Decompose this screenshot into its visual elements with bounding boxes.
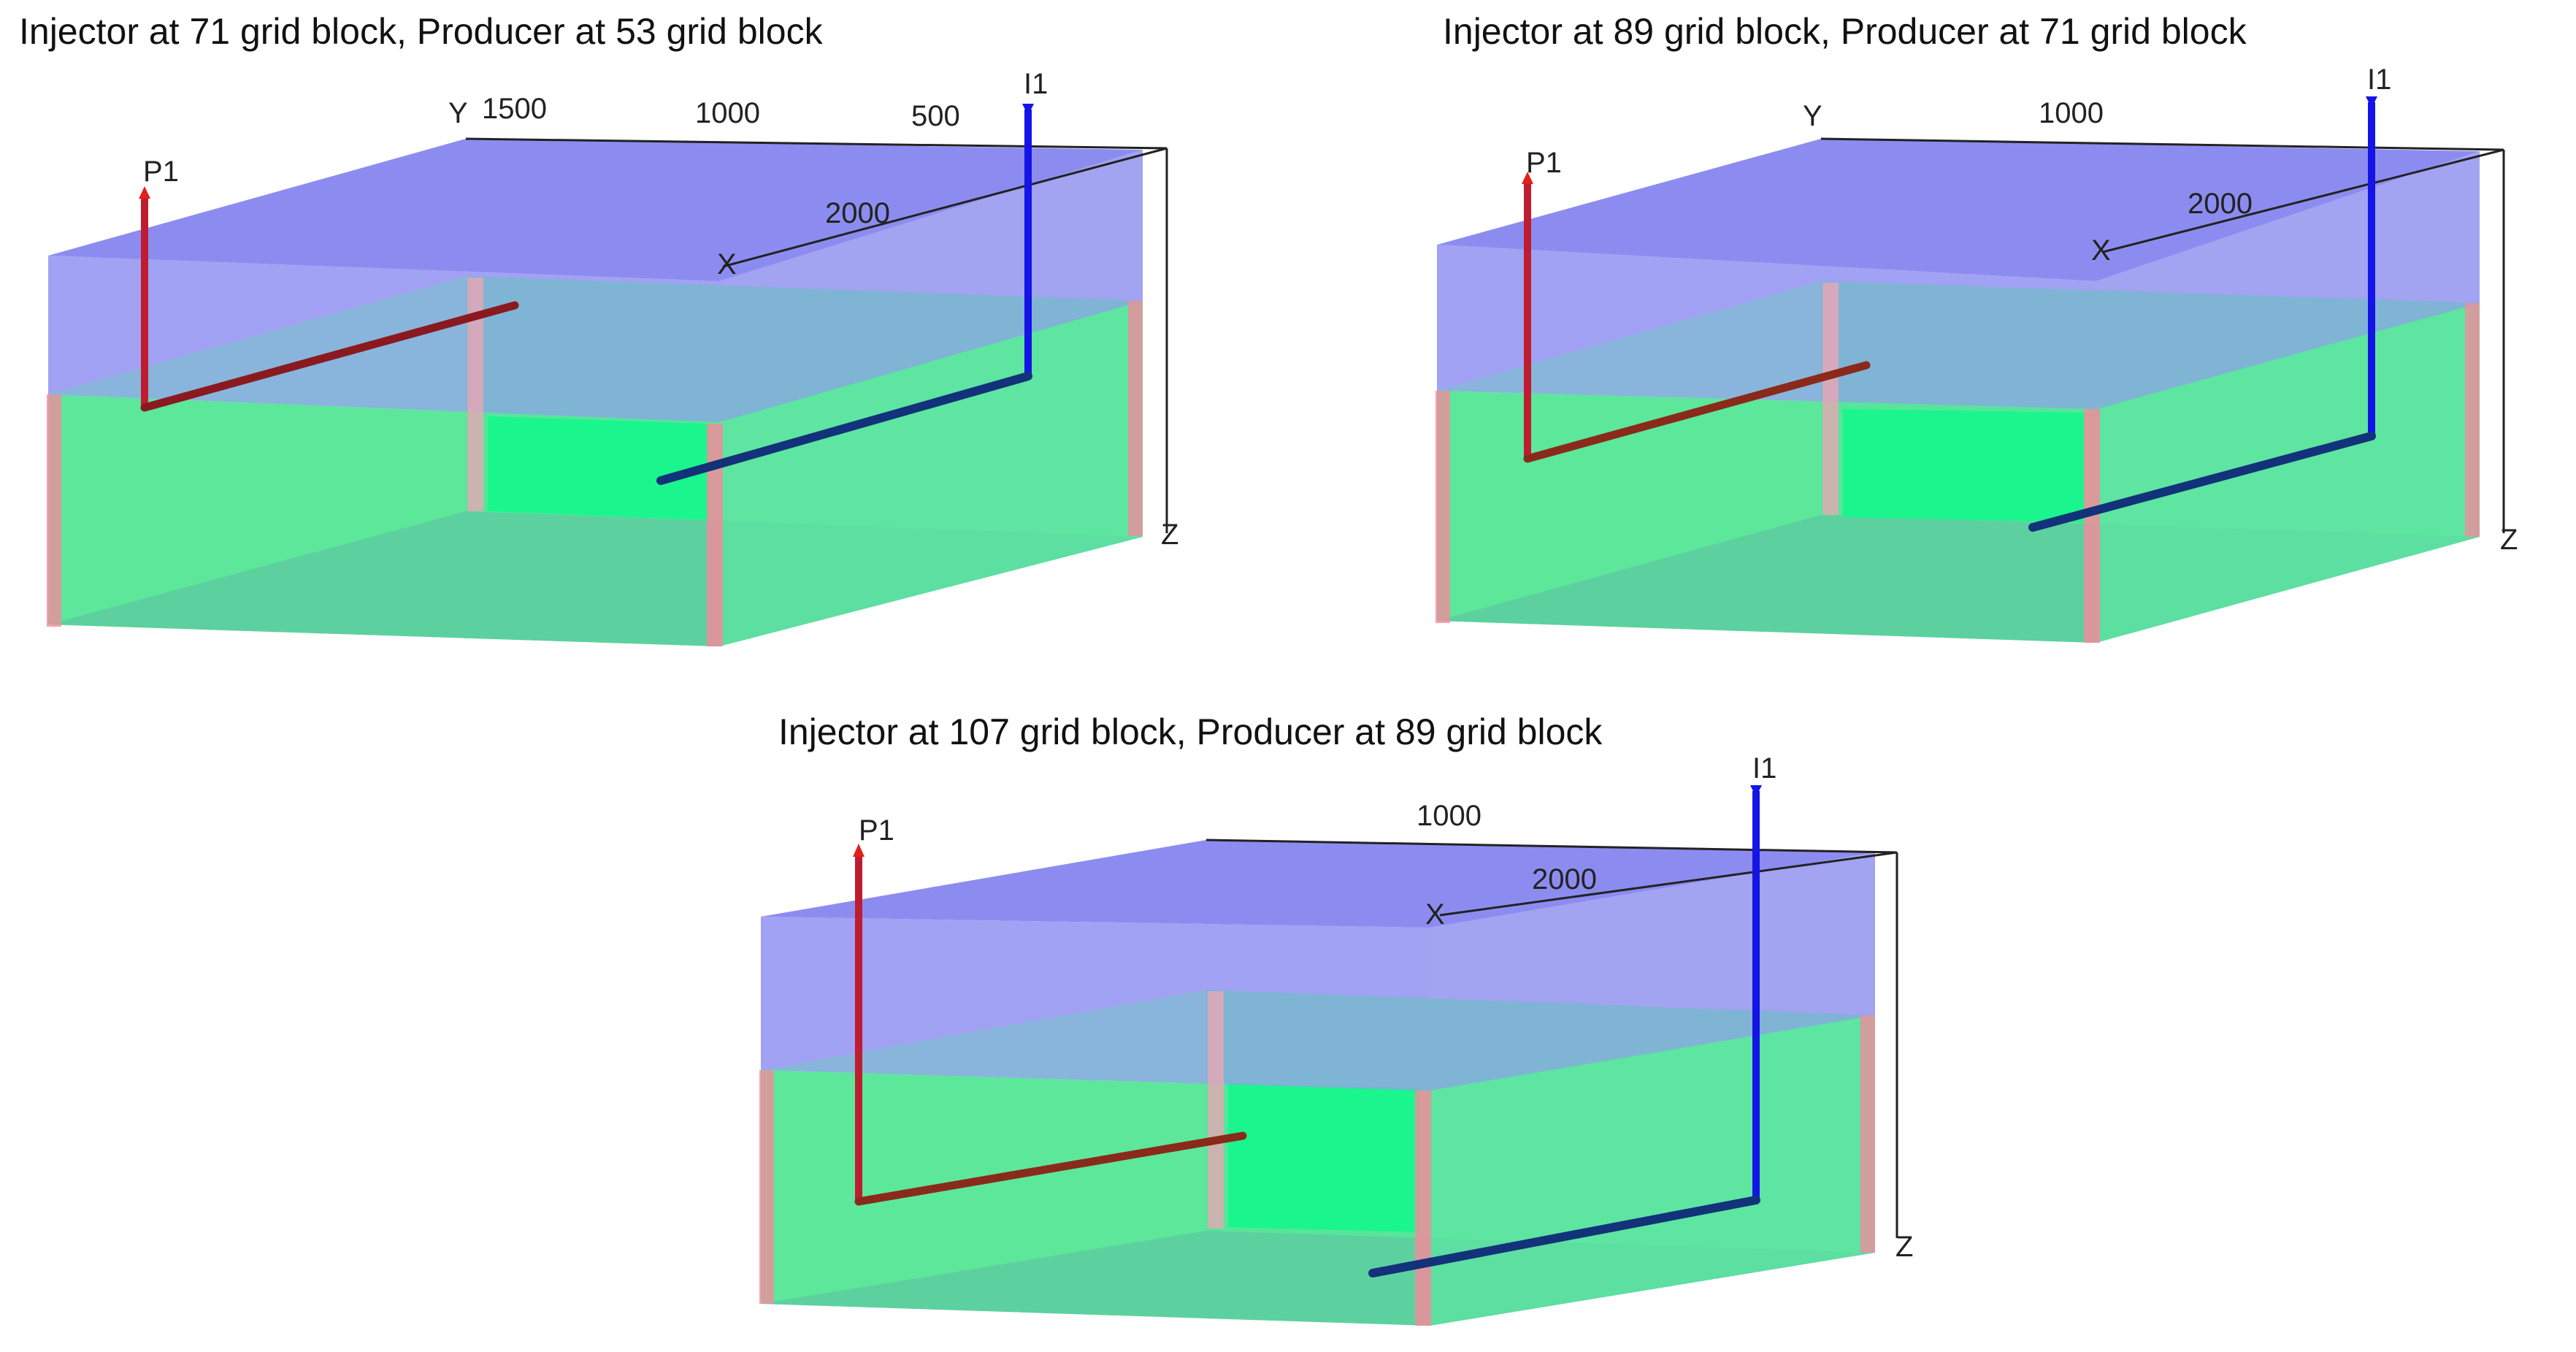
producer-well-horizontal [1523,361,1871,463]
producer-arrow-icon [139,186,150,199]
water-layer-right [2096,303,2480,643]
reservoir-3d-view: Y 1500 1000 500 X 2000 Z P1 I1 [47,68,1178,646]
injector-label: I1 [1752,752,1776,784]
producer-label: P1 [859,814,894,847]
reservoir-3d-view: Y 1000 X 2000 Z P1 I1 [1435,64,2518,643]
core-block [488,416,708,520]
x-axis-line [2102,148,2504,253]
panel-title: Injector at 89 grid block, Producer at 7… [1443,11,2247,52]
mid-transition [1437,281,2480,409]
producer-well-horizontal [854,1131,1247,1206]
edge-marker [759,1070,774,1304]
injector-well-horizontal [1368,1196,1760,1277]
mid-transition [761,990,1875,1091]
injector-label: I1 [2367,64,2391,96]
edge-marker [1822,283,1839,515]
edge-marker [2465,303,2480,537]
edge-marker [2084,409,2100,643]
x-tick-label: 2000 [1532,863,1597,895]
core-block [1843,409,2084,522]
axis-line [1205,839,1898,854]
edge-marker [1128,301,1143,536]
injector-well-horizontal [2028,432,2376,532]
edge-marker [467,278,483,511]
gas-layer-top [761,840,1875,928]
z-axis-label: Z [1161,519,1178,551]
x-axis-label: X [1425,898,1445,931]
x-axis-label: X [717,248,737,280]
injector-arrow-icon [2366,96,2377,108]
panel-3: Injector at 107 grid block, Producer at … [628,676,1942,1352]
x-tick-label: 2000 [2188,188,2253,220]
x-axis-line [722,147,1168,268]
mid-transition [48,276,1143,422]
panel-title: Injector at 107 grid block, Producer at … [778,711,1603,752]
water-layer-right [1430,1015,1875,1326]
reservoir-3d-view: 1000 X 2000 Z P1 I1 [759,752,1913,1326]
injector-arrow-icon [1750,785,1762,797]
producer-arrow-icon [853,844,865,857]
x-axis-label: X [2091,234,2111,267]
edge-marker [1415,1091,1431,1326]
injector-well-horizontal [656,372,1032,485]
panel-title: Injector at 71 grid block, Producer at 5… [19,11,823,52]
y-tick-label: 1000 [695,97,760,129]
y-tick-label: 1000 [2039,97,2104,129]
panel-2: Injector at 89 grid block, Producer at 7… [1288,0,2576,676]
producer-label: P1 [1526,147,1562,179]
injector-arrow-icon [1022,104,1034,115]
x-tick-label: 2000 [825,197,890,229]
edge-marker [1860,1015,1875,1253]
panel-1: Injector at 71 grid block, Producer at 5… [0,0,1288,676]
y-tick-label: 1500 [482,93,547,125]
y-tick-label: 500 [911,100,960,132]
edge-marker [707,424,723,646]
gas-layer-top [1437,139,2480,281]
z-axis-label: Z [2500,524,2518,556]
core-block [1228,1083,1420,1232]
edge-marker [1435,391,1450,623]
y-axis-label: Y [1803,100,1822,132]
injector-label: I1 [1024,68,1048,100]
axis-line [1820,137,2504,151]
axis-line [465,137,1168,150]
y-axis-label: Y [448,97,468,129]
y-tick-label: 1000 [1417,800,1481,832]
water-layer-right [719,301,1143,646]
edge-marker [47,394,61,627]
producer-label: P1 [143,156,179,188]
producer-arrow-icon [1522,172,1533,184]
gas-layer-top [48,139,1143,281]
producer-well-horizontal [140,301,519,412]
x-axis-line [1439,851,1898,917]
z-axis-label: Z [1895,1231,1913,1263]
edge-marker [1208,991,1224,1229]
